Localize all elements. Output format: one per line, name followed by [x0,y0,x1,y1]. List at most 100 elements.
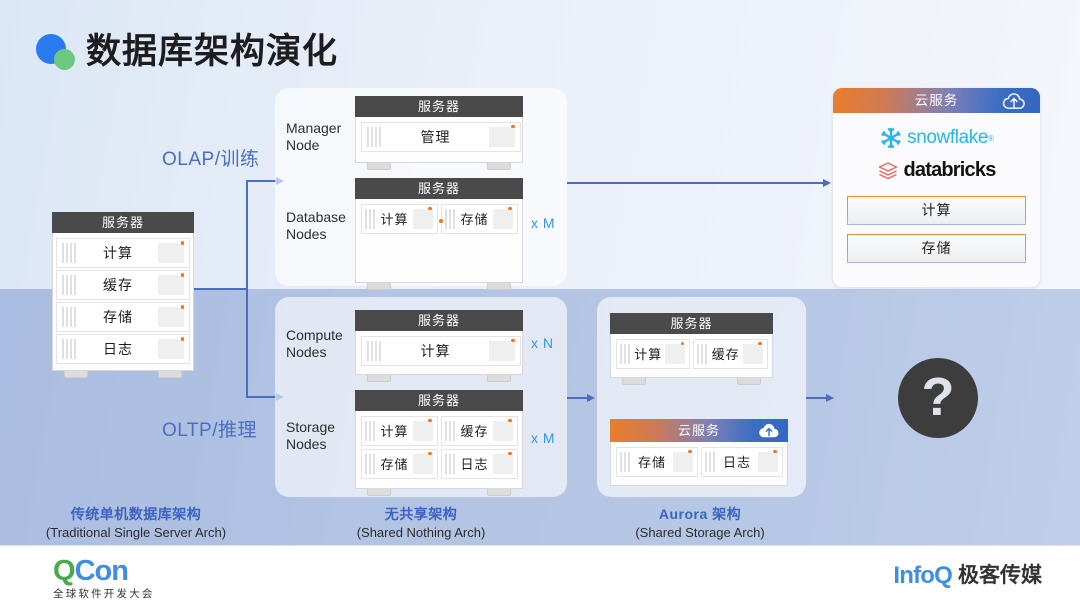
vent-icon [364,453,377,474]
rack-aurora-cloud-storage: 云服务 存储 日志 [610,419,788,486]
rack-database-nodes: 服务器 计算 存储 [355,178,523,292]
qcon-logo: QCon 全球软件开发大会 [53,556,155,601]
rack-foot-left [64,371,88,378]
slot-panel [492,453,513,474]
snowflake-logo: snowflake ® [879,126,994,150]
connector-to-cloud [567,182,825,184]
led-icon [511,124,515,128]
rack-slot: 存储 [615,446,698,477]
qcon-subtitle: 全球软件开发大会 [53,588,155,600]
label-line1: Manager [286,120,342,136]
rack-slot: 计算 [360,203,438,234]
led-icon [680,341,684,345]
label-storage-nodes: Storage Nodes [286,419,335,453]
slot-panel [672,451,693,472]
databricks-logo: databricks [877,159,996,182]
led-icon [773,449,777,453]
logo-databricks-row: databricks [833,156,1040,187]
slot-panel [488,340,515,361]
slot-panel [158,307,184,327]
rack-foot-right [487,163,511,170]
led-icon [180,273,184,277]
slot-panel [412,453,433,474]
slot-label: 计算 [420,342,451,359]
connector-vertical-up [246,181,248,289]
led-icon [428,418,432,422]
rack-foot-right [737,378,761,385]
rack-header-label: 服务器 [610,313,773,334]
multiplier-storage-nodes: x M [531,430,556,446]
vent-icon [704,451,717,472]
slot-label: 日志 [722,455,751,470]
led-icon [180,305,184,309]
vent-icon [62,307,78,327]
rack-body: 计算 缓存 存储 日志 [355,411,523,489]
caption-en: (Traditional Single Server Arch) [45,525,227,540]
logo-snowflake-row: snowflake ® [833,126,1040,155]
rack-header-label: 服务器 [355,310,523,331]
rack-foot-left [367,489,391,496]
arrowhead-aurora [587,394,595,402]
slot-label: 存储 [103,309,133,325]
vent-icon [444,420,457,441]
snowflake-registered-mark: ® [987,133,994,143]
led-icon [428,451,432,455]
rack-foot-right [487,489,511,496]
rack-traditional-server: 服务器 计算 缓存 存储 日志 [52,212,194,380]
slide-title: 数据库架构演化 [34,32,338,72]
label-line2: Node [286,137,320,153]
rack-header-label: 服务器 [355,390,523,411]
caption-traditional: 传统单机数据库架构 (Traditional Single Server Arc… [22,505,250,542]
panel-cloud-service: 云服务 [833,88,1040,287]
cloud-header-label: 云服务 [914,93,959,108]
slot-label: 计算 [634,347,663,362]
slot-label: 计算 [380,424,409,439]
slot-label: 日志 [103,341,133,357]
caption-shared-nothing: 无共享架构 (Shared Nothing Arch) [307,505,535,542]
slot-label: 存储 [637,455,666,470]
arrowhead-unknown [826,394,834,402]
slot-panel [412,420,433,441]
rack-foot-left [367,163,391,170]
connector-to-aurora [567,397,589,399]
vent-icon [364,208,377,229]
rack-header-label: 服务器 [52,212,194,233]
slot-label: 管理 [420,128,451,145]
slot-panel [158,243,184,263]
rack-feet [355,163,523,172]
cloud-service-header: 云服务 [610,419,788,442]
infoq-wordmark: InfoQ [893,562,952,589]
caption-cn: 传统单机数据库架构 [70,506,202,522]
rack-slot: 缓存 [693,338,768,369]
slot-label: 缓存 [711,347,740,362]
snowflake-wordmark: snowflake [907,127,988,148]
slot-panel [665,343,685,364]
rack-slot: 存储 [56,302,190,332]
vent-icon [62,339,78,359]
rack-slot: 日志 [440,448,518,479]
vent-icon [619,451,632,472]
cloud-storage-button[interactable]: 存储 [847,233,1026,263]
label-line1: Compute [286,327,343,343]
rack-aurora-compute: 服务器 计算 缓存 [610,313,773,387]
rack-body: 计算 [355,331,523,375]
cloud-compute-button[interactable]: 计算 [847,195,1026,225]
rack-slot: 日志 [700,446,783,477]
rack-header-label: 服务器 [355,96,523,117]
caption-en: (Shared Storage Arch) [635,525,765,540]
slot-label: 缓存 [460,424,489,439]
cloud-upload-icon [1002,93,1025,109]
multiplier-database-nodes: x M [531,215,556,231]
cloud-service-header: 云服务 [833,88,1040,113]
vent-icon [62,275,78,295]
slot-label: 日志 [460,457,489,472]
label-line1: Storage [286,419,336,435]
led-icon [439,219,443,223]
led-icon [511,338,515,342]
rack-foot-left [622,378,646,385]
caption-cn: Aurora 架构 [658,506,742,522]
rack-slot: 管理 [360,121,521,152]
label-olap: OLAP/训练 [162,149,260,170]
rack-slot: 缓存 [440,415,518,446]
